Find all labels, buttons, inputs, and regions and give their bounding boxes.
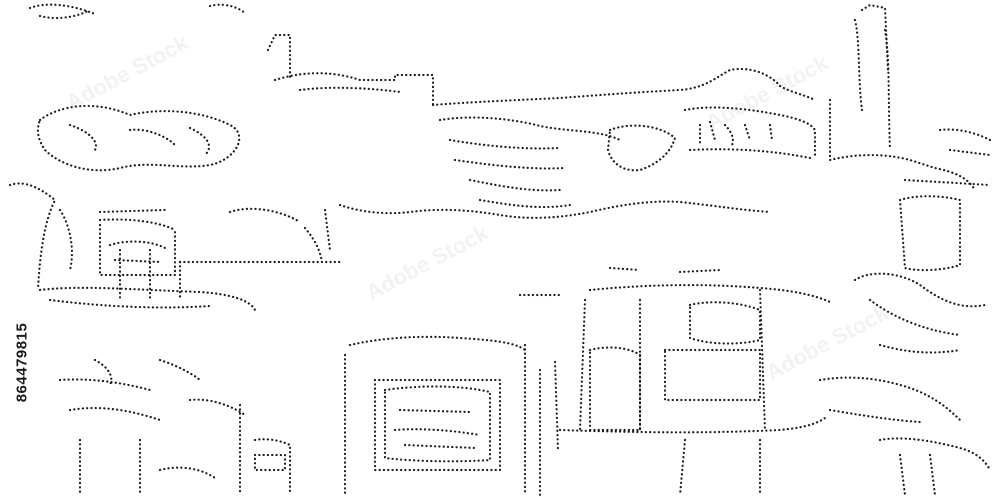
- lower-right-fragment: [818, 376, 962, 424]
- left-awning: [98, 208, 177, 232]
- right-building-sign: [698, 120, 774, 147]
- right-storefront-roof: [588, 284, 832, 304]
- top-center-fragment: [208, 3, 248, 16]
- stock-id-label: 864479815: [6, 262, 38, 462]
- street-dashes: [518, 266, 722, 297]
- street-mid-fragments: [228, 207, 332, 264]
- left-storefront: [98, 223, 177, 277]
- center-pillar: [538, 360, 560, 497]
- dot-outline-group: [8, 3, 992, 497]
- street-sign-post: [253, 453, 287, 472]
- right-storefront-base: [558, 416, 827, 434]
- center-market-crowd: [438, 116, 622, 209]
- center-roofline: [273, 72, 435, 107]
- lower-left-shop: [58, 378, 162, 497]
- right-building-top: [683, 106, 817, 157]
- left-tree-cluster: [36, 104, 241, 172]
- right-tower-base: [828, 98, 977, 192]
- center-building-band: [431, 67, 817, 107]
- far-right-details: [903, 128, 992, 187]
- center-storefront-window: [383, 385, 492, 463]
- right-vegetation: [853, 272, 987, 354]
- lower-left-post: [238, 403, 292, 497]
- center-wave: [338, 200, 772, 219]
- top-left-fragment: [28, 3, 97, 20]
- right-mid-fragment: [606, 124, 677, 172]
- far-left-edge: [8, 182, 74, 292]
- right-building-awning: [688, 148, 812, 160]
- stock-id-text: 864479815: [13, 322, 31, 402]
- far-right-building: [898, 195, 962, 272]
- left-tree-detail: [68, 123, 211, 157]
- right-storefront-window: [588, 346, 762, 432]
- center-storefront-roof: [348, 335, 527, 352]
- right-storefront-legs: [678, 438, 937, 497]
- bottom-right-fragment: [878, 437, 992, 472]
- center-storefront-details: [393, 408, 482, 450]
- right-tall-pole: [853, 3, 892, 152]
- right-storefront-interior: [688, 301, 762, 345]
- left-street-level: [38, 286, 257, 312]
- lower-left-fragments: [93, 358, 247, 417]
- bottom-center-fragment: [158, 466, 217, 480]
- right-storefront-frame: [578, 288, 767, 432]
- center-storefront-frame: [343, 343, 527, 497]
- tall-pole: [266, 33, 292, 82]
- left-pillars: [118, 248, 182, 302]
